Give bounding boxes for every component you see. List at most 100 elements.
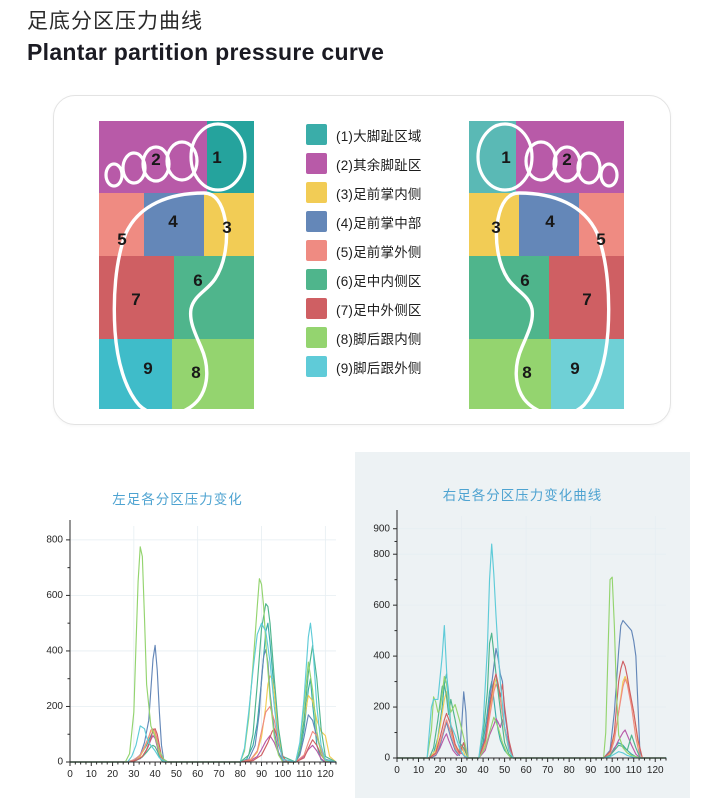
zone-label-5: 5 xyxy=(117,230,126,249)
x-tick-label: 30 xyxy=(456,765,468,776)
page-header: 足底分区压力曲线 Plantar partition pressure curv… xyxy=(27,8,384,68)
x-tick-label: 80 xyxy=(235,769,247,780)
legend-swatch-9 xyxy=(306,356,327,377)
x-tick-label: 120 xyxy=(647,765,664,776)
x-tick-label: 80 xyxy=(564,765,576,776)
x-tick-label: 60 xyxy=(192,769,204,780)
x-tick-label: 70 xyxy=(542,765,554,776)
legend-item-2: (2)其余脚趾区 xyxy=(306,149,446,178)
y-tick-label: 800 xyxy=(373,549,390,560)
right-foot-diagram: 1 2 3 4 5 6 7 8 9 xyxy=(469,121,624,409)
legend-item-1: (1)大脚趾区域 xyxy=(306,120,446,149)
legend-swatch-2 xyxy=(306,153,327,174)
legend-swatch-6 xyxy=(306,269,327,290)
y-tick-label: 200 xyxy=(46,701,63,712)
y-tick-label: 400 xyxy=(373,651,390,662)
legend-label-3: (3)足前掌内侧 xyxy=(336,186,422,202)
legend-swatch-8 xyxy=(306,327,327,348)
y-tick-label: 900 xyxy=(373,523,390,534)
y-tick-label: 0 xyxy=(57,757,63,768)
y-tick-label: 600 xyxy=(46,590,63,601)
series-line xyxy=(69,622,337,763)
x-tick-label: 100 xyxy=(604,765,621,776)
y-tick-label: 200 xyxy=(373,702,390,713)
left-chart-title: 左足各分区压力变化 xyxy=(112,492,243,507)
x-tick-label: 60 xyxy=(521,765,533,776)
zone-label-2: 2 xyxy=(151,150,160,169)
zone-label-6: 6 xyxy=(193,271,202,290)
x-tick-label: 20 xyxy=(107,769,119,780)
legend-swatch-1 xyxy=(306,124,327,145)
legend-item-3: (3)足前掌内侧 xyxy=(306,178,446,207)
x-tick-label: 40 xyxy=(478,765,490,776)
page-title-english: Plantar partition pressure curve xyxy=(27,39,385,66)
legend-item-6: (6)足中内侧区 xyxy=(306,265,446,294)
legend-item-4: (4)足前掌中部 xyxy=(306,207,446,236)
series-line xyxy=(69,546,337,763)
series-line xyxy=(396,543,667,759)
series-line xyxy=(396,717,667,759)
legend-swatch-5 xyxy=(306,240,327,261)
series-line xyxy=(69,705,337,763)
legend-swatch-3 xyxy=(306,182,327,203)
zone-label-7: 7 xyxy=(131,290,140,309)
legend-label-9: (9)脚后跟外侧 xyxy=(336,360,422,376)
series-line xyxy=(396,632,667,759)
x-tick-label: 40 xyxy=(150,769,162,780)
x-tick-label: 0 xyxy=(67,769,73,780)
zone-label-5: 5 xyxy=(596,230,605,249)
zone-legend: (1)大脚趾区域 (2)其余脚趾区 (3)足前掌内侧 (4)足前掌中部 (5)足… xyxy=(306,120,446,381)
y-tick-label: 800 xyxy=(46,535,63,546)
zone-label-9: 9 xyxy=(570,359,579,378)
legend-swatch-4 xyxy=(306,211,327,232)
y-tick-label: 0 xyxy=(384,753,390,764)
series-line xyxy=(396,576,667,759)
zone-label-4: 4 xyxy=(545,212,555,231)
x-tick-label: 50 xyxy=(499,765,511,776)
x-tick-label: 90 xyxy=(256,769,268,780)
zone-label-8: 8 xyxy=(522,363,531,382)
y-tick-label: 400 xyxy=(46,646,63,657)
x-tick-label: 120 xyxy=(317,769,334,780)
series-line xyxy=(69,644,337,763)
series-line xyxy=(69,728,337,763)
legend-item-5: (5)足前掌外侧 xyxy=(306,236,446,265)
zone-label-6: 6 xyxy=(520,271,529,290)
legend-label-7: (7)足中外侧区 xyxy=(336,302,422,318)
legend-label-4: (4)足前掌中部 xyxy=(336,215,422,231)
legend-label-8: (8)脚后跟内侧 xyxy=(336,331,422,347)
zone-label-1: 1 xyxy=(501,148,510,167)
zone-label-8: 8 xyxy=(191,363,200,382)
x-tick-label: 70 xyxy=(213,769,225,780)
legend-label-6: (6)足中内侧区 xyxy=(336,273,422,289)
left-foot-diagram: 1 2 3 4 5 6 7 8 9 xyxy=(99,121,254,409)
page-title-chinese: 足底分区压力曲线 xyxy=(27,10,203,33)
zone-label-4: 4 xyxy=(168,212,178,231)
right-chart-title: 右足各分区压力变化曲线 xyxy=(442,488,603,503)
series-line xyxy=(69,675,337,763)
series-line xyxy=(69,622,337,763)
legend-label-1: (1)大脚趾区域 xyxy=(336,128,422,144)
x-tick-label: 10 xyxy=(413,765,425,776)
legend-swatch-7 xyxy=(306,298,327,319)
zone-label-3: 3 xyxy=(222,218,231,237)
zone-label-1: 1 xyxy=(212,148,221,167)
right-panel-margin xyxy=(690,452,724,808)
legend-label-5: (5)足前掌外侧 xyxy=(336,244,422,260)
series-line xyxy=(69,603,337,763)
x-tick-label: 110 xyxy=(626,765,642,776)
legend-label-2: (2)其余脚趾区 xyxy=(336,157,422,173)
legend-item-9: (9)脚后跟外侧 xyxy=(306,352,446,381)
x-tick-label: 10 xyxy=(86,769,98,780)
zone-label-7: 7 xyxy=(582,290,591,309)
x-tick-label: 90 xyxy=(585,765,597,776)
legend-item-7: (7)足中外侧区 xyxy=(306,294,446,323)
x-tick-label: 50 xyxy=(171,769,183,780)
x-tick-label: 0 xyxy=(394,765,400,776)
y-tick-label: 600 xyxy=(373,600,390,611)
foot-zone-card: 1 2 3 4 5 6 7 8 9 (1)大脚趾区域 (2)其余脚趾区 (3)足… xyxy=(53,95,671,425)
